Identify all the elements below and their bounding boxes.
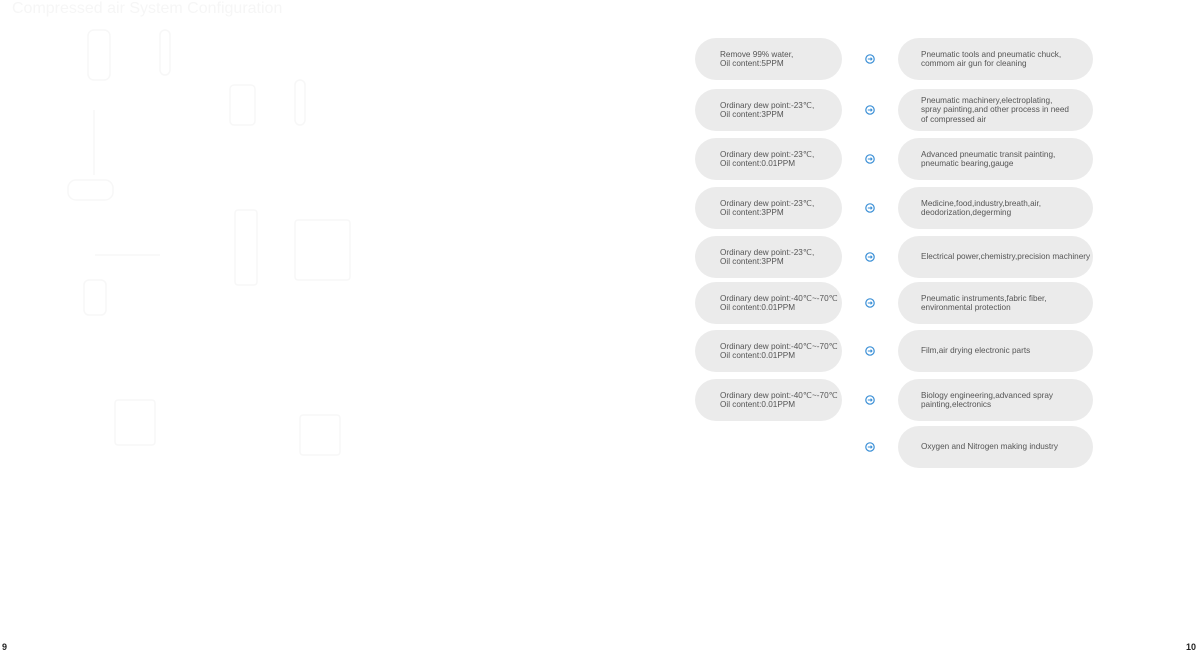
spec-text: Ordinary dew point:-23℃, Oil content:0.0…: [720, 149, 815, 168]
spec-text: Ordinary dew point:-23℃, Oil content:3PP…: [720, 198, 815, 217]
circle-arrow-right-icon: [865, 346, 875, 356]
application-pill: Pneumatic tools and pneumatic chuck, com…: [898, 38, 1093, 80]
application-text: Electrical power,chemistry,precision mac…: [921, 252, 1091, 262]
system-diagram: [67, 29, 351, 456]
application-text: Oxygen and Nitrogen making industry: [921, 442, 1058, 452]
spec-pill: Remove 99% water, Oil content:5PPM: [695, 38, 842, 80]
spec-pill: Ordinary dew point:-40℃~-70℃ Oil content…: [695, 379, 842, 421]
circle-arrow-right-icon: [865, 203, 875, 213]
spec-text: Ordinary dew point:-40℃~-70℃ Oil content…: [720, 341, 838, 360]
application-pill: Pneumatic instruments,fabric fiber, envi…: [898, 282, 1093, 324]
page-number-left: 9: [2, 642, 8, 652]
circle-arrow-right-icon: [865, 154, 875, 164]
application-pill: Medicine,food,industry,breath,air, deodo…: [898, 187, 1093, 229]
application-pill: Advanced pneumatic transit painting, pne…: [898, 138, 1093, 180]
application-text: Film,air drying electronic parts: [921, 346, 1031, 356]
spec-pill: Ordinary dew point:-40℃~-70℃ Oil content…: [695, 282, 842, 324]
application-text: Advanced pneumatic transit painting, pne…: [921, 149, 1056, 168]
spec-pill: Ordinary dew point:-23℃, Oil content:3PP…: [695, 236, 842, 278]
spec-pill: Ordinary dew point:-40℃~-70℃ Oil content…: [695, 330, 842, 372]
spec-pill: Ordinary dew point:-23℃, Oil content:3PP…: [695, 187, 842, 229]
spec-text: Ordinary dew point:-40℃~-70℃ Oil content…: [720, 390, 838, 409]
application-text: Pneumatic machinery,electroplating, spra…: [921, 95, 1069, 124]
application-pill: Oxygen and Nitrogen making industry: [898, 426, 1093, 468]
circle-arrow-right-icon: [865, 395, 875, 405]
application-pill: Film,air drying electronic parts: [898, 330, 1093, 372]
application-text: Pneumatic tools and pneumatic chuck, com…: [921, 49, 1062, 68]
spec-text: Ordinary dew point:-23℃, Oil content:3PP…: [720, 100, 815, 119]
circle-arrow-right-icon: [865, 298, 875, 308]
application-text: Biology engineering,advanced spray paint…: [921, 390, 1053, 409]
spec-text: Remove 99% water, Oil content:5PPM: [720, 49, 794, 68]
application-pill: Pneumatic machinery,electroplating, spra…: [898, 89, 1093, 131]
page-title: Compressed air System Configuration: [12, 0, 283, 17]
circle-arrow-right-icon: [865, 252, 875, 262]
spec-text: Ordinary dew point:-40℃~-70℃ Oil content…: [720, 293, 838, 312]
circle-arrow-right-icon: [865, 54, 875, 64]
application-pill: Electrical power,chemistry,precision mac…: [898, 236, 1093, 278]
spec-pill: Ordinary dew point:-23℃, Oil content:0.0…: [695, 138, 842, 180]
circle-arrow-right-icon: [865, 442, 875, 452]
application-text: Medicine,food,industry,breath,air, deodo…: [921, 198, 1041, 217]
spec-text: Ordinary dew point:-23℃, Oil content:3PP…: [720, 247, 815, 266]
page-number-right: 10: [1186, 642, 1197, 652]
circle-arrow-right-icon: [865, 105, 875, 115]
application-text: Pneumatic instruments,fabric fiber, envi…: [921, 293, 1047, 312]
spec-pill: Ordinary dew point:-23℃, Oil content:3PP…: [695, 89, 842, 131]
application-pill: Biology engineering,advanced spray paint…: [898, 379, 1093, 421]
